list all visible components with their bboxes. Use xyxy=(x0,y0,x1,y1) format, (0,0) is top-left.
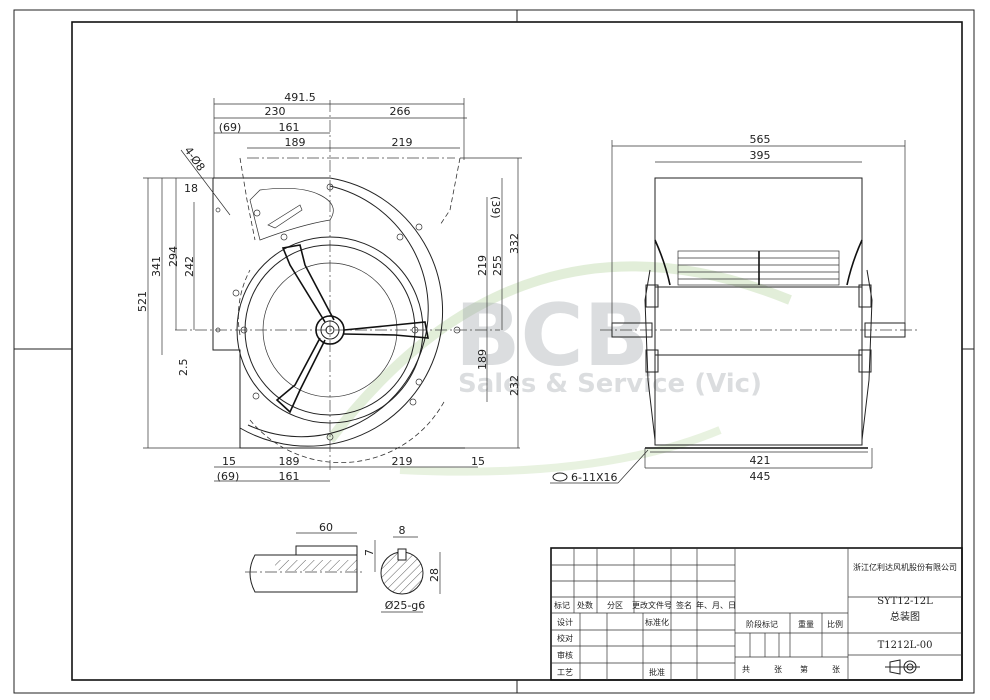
tb-sheets-2: 张 xyxy=(832,665,840,674)
dim-15-right: 15 xyxy=(471,455,485,468)
dim-2-5: 2.5 xyxy=(177,359,190,377)
dim-189-right: 189 xyxy=(476,349,489,370)
dim-255: 255 xyxy=(491,255,504,276)
watermark-brand: BCB xyxy=(455,286,649,386)
tb-model: SYT12-12L xyxy=(877,596,933,607)
center-marks xyxy=(14,10,974,693)
dim-294: 294 xyxy=(167,246,180,267)
dim-161: 161 xyxy=(279,121,300,134)
front-dimension-lines xyxy=(143,98,522,482)
slot-icon xyxy=(552,472,568,482)
tb-check: 校对 xyxy=(557,633,573,643)
tb-sheets-1: 张 xyxy=(774,665,782,674)
dim-219-bottom: 219 xyxy=(392,455,413,468)
dim-230: 230 xyxy=(265,105,286,118)
tb-stage-mark: 阶段标记 xyxy=(746,619,778,629)
tb-total: 共 xyxy=(742,665,750,674)
tb-header-zone: 分区 xyxy=(607,601,623,610)
tb-design: 设计 xyxy=(557,617,573,627)
side-view: 565 395 421 445 6-11X16 xyxy=(550,133,920,484)
dim-491-5: 491.5 xyxy=(284,91,316,104)
tb-approval: 批准 xyxy=(649,667,665,677)
tb-standardization: 标准化 xyxy=(645,617,669,627)
dim-219: 219 xyxy=(392,136,413,149)
dim-69-bottom: (69) xyxy=(217,470,240,483)
dim-key-width: 8 xyxy=(399,524,406,537)
hole-note: 4-Ø8 xyxy=(182,144,208,173)
dim-341: 341 xyxy=(150,256,163,277)
tb-process: 工艺 xyxy=(557,668,573,677)
tb-sheet-no: 第 xyxy=(800,664,808,674)
dim-39: (39) xyxy=(489,196,502,219)
tb-scale: 比例 xyxy=(827,619,843,629)
dim-445: 445 xyxy=(750,470,771,483)
dim-421: 421 xyxy=(750,454,771,467)
dim-key-length: 60 xyxy=(319,521,333,534)
slot-note: 6-11X16 xyxy=(571,471,618,484)
dim-521: 521 xyxy=(136,291,149,312)
dim-189-bottom: 189 xyxy=(279,455,300,468)
dim-332: 332 xyxy=(508,233,521,254)
outer-frame xyxy=(13,9,975,694)
dim-395: 395 xyxy=(750,149,771,162)
front-view: 491.5 230 266 (69) 161 189 219 4-Ø8 521 … xyxy=(136,91,522,483)
tb-review: 审核 xyxy=(557,650,573,660)
dim-69: (69) xyxy=(219,121,242,134)
tb-header-change-doc: 更改文件号 xyxy=(632,600,672,610)
tb-header-signature: 签名 xyxy=(676,600,692,610)
watermark: BCB Sales & Service (Vic) xyxy=(326,261,792,476)
dim-242: 242 xyxy=(183,256,196,277)
tb-drawing-number: T1212L-00 xyxy=(878,640,933,651)
tb-drawing-title: 总装图 xyxy=(890,610,920,623)
tb-header-mark: 标记 xyxy=(554,600,570,610)
dim-232: 232 xyxy=(508,375,521,396)
watermark-subtitle: Sales & Service (Vic) xyxy=(458,369,762,399)
dim-18: 18 xyxy=(184,182,198,195)
dim-565: 565 xyxy=(750,133,771,146)
dim-161-bottom: 161 xyxy=(279,470,300,483)
dim-219-right: 219 xyxy=(476,255,489,276)
dim-shaft-diameter: Ø25-g6 xyxy=(385,599,426,612)
projection-symbol-icon xyxy=(885,659,920,675)
dim-key-depth: 7 xyxy=(363,549,376,556)
tb-header-count: 处数 xyxy=(577,600,593,610)
dim-266: 266 xyxy=(390,105,411,118)
tb-weight: 重量 xyxy=(798,619,814,629)
dim-189: 189 xyxy=(285,136,306,149)
title-block: 标记 处数 分区 更改文件号 签名 年、月、日 设计 校对 审核 工艺 标准化 … xyxy=(550,547,963,681)
mounting-holes xyxy=(215,183,461,441)
shaft-detail: 60 8 7 28 Ø25-g6 xyxy=(245,521,441,613)
tb-header-date: 年、月、日 xyxy=(696,600,736,610)
dim-15-left: 15 xyxy=(222,455,236,468)
dim-shaft-height: 28 xyxy=(428,568,441,582)
tb-company: 浙江亿利达风机股份有限公司 xyxy=(853,562,957,572)
